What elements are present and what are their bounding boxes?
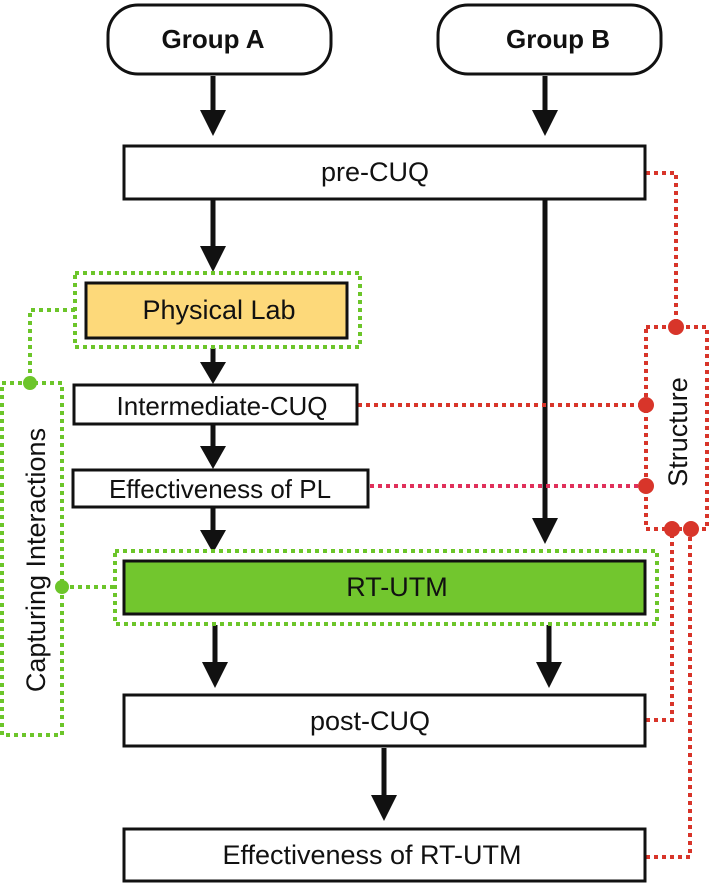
connector-dot <box>668 319 684 335</box>
structure-box <box>644 325 709 531</box>
arrowhead <box>371 795 397 821</box>
effectiveness-rt-utm-label: Effectiveness of RT-UTM <box>222 840 521 870</box>
post-cuq-label: post-CUQ <box>310 706 430 736</box>
capturing-dots <box>23 376 69 594</box>
intermediate-cuq-label: Intermediate-CUQ <box>117 391 328 421</box>
physical-lab-node: Physical Lab <box>84 281 349 340</box>
group-b-node: Group B <box>436 3 663 76</box>
connector-dot <box>55 580 69 594</box>
physical-lab-label: Physical Lab <box>142 295 295 325</box>
group-a-node: Group A <box>106 3 333 76</box>
connector-dot <box>638 397 654 413</box>
intermediate-cuq-node: Intermediate-CUQ <box>72 383 359 426</box>
effectiveness-pl-node: Effectiveness of PL <box>71 468 370 509</box>
arrowhead <box>532 110 558 136</box>
arrowhead <box>200 246 226 272</box>
structure-label: Structure <box>663 377 693 487</box>
rt-utm-node: RT-UTM <box>122 559 647 616</box>
pre-cuq-label: pre-CUQ <box>321 157 429 187</box>
rt-utm-label: RT-UTM <box>346 572 448 602</box>
connector-dot <box>23 376 37 390</box>
structure-link-post-cuq <box>646 529 674 722</box>
arrowhead <box>202 662 228 688</box>
structure-connectors <box>358 171 709 859</box>
effectiveness-pl-label: Effectiveness of PL <box>109 474 331 504</box>
arrowhead <box>200 362 226 384</box>
effectiveness-rt-utm-node: Effectiveness of RT-UTM <box>122 827 647 883</box>
capturing-interactions-label: Capturing Interactions <box>21 428 51 692</box>
arrowhead <box>532 518 558 544</box>
arrowhead <box>536 662 562 688</box>
connector-dot <box>683 521 699 537</box>
rt-utm-highlight <box>113 549 659 626</box>
arrowhead <box>200 110 226 136</box>
arrow-heads <box>200 110 562 821</box>
flow-arrows <box>210 76 552 800</box>
arrowhead <box>200 530 226 553</box>
capturing-interactions-box <box>0 381 64 737</box>
group-b-label: Group B <box>506 24 610 54</box>
structure-dots <box>638 319 699 537</box>
pre-cuq-node: pre-CUQ <box>122 144 647 201</box>
post-cuq-node: post-CUQ <box>122 693 647 748</box>
capturing-connectors <box>0 271 659 737</box>
capturing-link-physical-lab <box>28 308 75 383</box>
arrowhead <box>200 446 226 469</box>
structure-link-pre-cuq <box>646 171 678 327</box>
group-a-label: Group A <box>161 24 264 54</box>
connector-dot <box>638 478 654 494</box>
connector-dot <box>664 521 680 537</box>
structure-link-effectiveness-rt-utm <box>646 529 692 859</box>
